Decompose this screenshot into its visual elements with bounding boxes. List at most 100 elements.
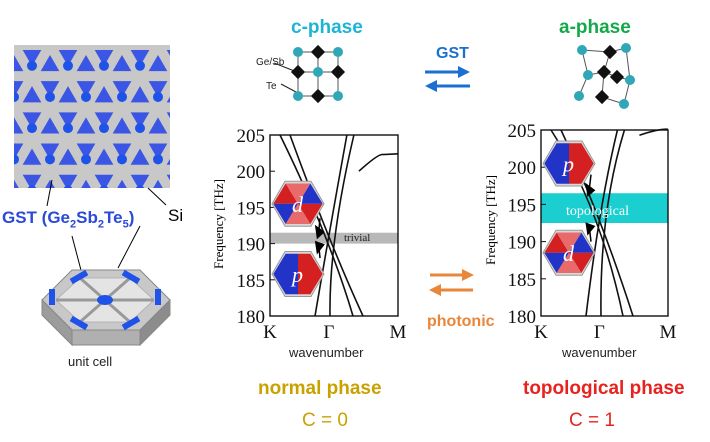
gesb-label: Ge/Sb (256, 57, 285, 68)
gst-dot (27, 60, 37, 71)
y-tick-label: 185 (508, 270, 537, 291)
gst-dot (153, 154, 163, 165)
mode-lobe (273, 183, 298, 204)
x-tick-label: K (534, 322, 548, 343)
gst-dot (135, 60, 145, 71)
te-atom (577, 45, 587, 55)
te-label: Te (266, 81, 277, 92)
x-tick-label: M (390, 322, 407, 343)
y-tick-label: 195 (237, 198, 266, 219)
band-line (279, 134, 354, 317)
gst-dot (63, 60, 73, 71)
gst-dot (63, 123, 73, 134)
plot-frame (269, 134, 399, 317)
c-phase-title: c-phase (291, 17, 363, 38)
si-label: Si (168, 206, 184, 225)
mode-label: d (563, 241, 575, 266)
si-node (41, 98, 59, 117)
band-line (600, 129, 626, 317)
mode-lobe (544, 232, 569, 253)
mode-arrowhead (585, 222, 596, 236)
te-atom (583, 70, 593, 80)
gesb-atom (310, 88, 326, 104)
te-atom (293, 47, 303, 57)
si-node (59, 67, 77, 86)
unit-cell-pointer-2 (117, 225, 141, 269)
si-node (23, 129, 41, 148)
si-node (131, 67, 149, 86)
chart0-chern: C = 0 (302, 410, 348, 431)
gst-dot (99, 185, 109, 188)
si-node (149, 45, 167, 54)
gst-dot (117, 154, 127, 165)
mode-label: p (561, 151, 574, 176)
gst-material-label: GST (Ge2Sb2Te5) (2, 208, 135, 231)
te-atom (333, 47, 343, 57)
gst-switch-label: GST (436, 45, 469, 62)
gst-dot (45, 154, 55, 165)
si-node (41, 160, 59, 179)
te-atom (293, 91, 303, 101)
plot-frame (540, 129, 669, 317)
gesb-atom (596, 64, 612, 80)
si-node (77, 98, 95, 117)
y-tick-label: 200 (237, 162, 266, 183)
y-tick-label: 180 (508, 307, 537, 328)
gst-dot (135, 123, 145, 134)
x-tick-label: M (660, 322, 677, 343)
si-node (131, 129, 149, 148)
a-phase-title: a-phase (559, 17, 631, 38)
gst-switch-arrows (425, 66, 470, 92)
gst-dot (81, 154, 91, 165)
mode-lobe (569, 143, 594, 184)
band-line (358, 153, 399, 172)
si-node (113, 98, 131, 117)
y-tick-label: 200 (508, 158, 537, 179)
chart1-band-gap-label: topological (566, 204, 629, 219)
band-gap (270, 232, 398, 244)
chart0-phase-label: normal phase (258, 378, 382, 399)
y-tick-label: 185 (237, 271, 266, 292)
si-node (14, 45, 23, 54)
gst-dot (14, 154, 19, 165)
chart1-ylabel: Frequency [THz] (482, 175, 498, 265)
si-node (77, 160, 95, 179)
mode-lobe (544, 143, 569, 184)
gesb-atom (330, 64, 346, 80)
gst-dot (99, 123, 109, 134)
mode-lobe (569, 232, 594, 253)
band-line (289, 134, 364, 317)
si-node (77, 45, 95, 54)
band-line (329, 134, 355, 317)
gst-dot (45, 91, 55, 102)
chart0-xlabel: wavenumber (289, 345, 364, 360)
mode-lobe (556, 252, 582, 274)
si-node (14, 160, 23, 179)
y-tick-label: 190 (237, 235, 266, 256)
si-node (23, 67, 41, 86)
mode-lobe (556, 232, 582, 253)
si-node (167, 131, 170, 146)
gst-dot (27, 123, 37, 134)
band-line (585, 129, 619, 317)
si-node (149, 160, 167, 179)
gst-dot (81, 91, 91, 102)
mode-arrowhead (314, 240, 325, 255)
chart1-phase-label: topological phase (523, 378, 685, 399)
si-node (113, 45, 131, 54)
mode-lobe (273, 203, 298, 225)
si-node (113, 160, 131, 179)
gst-dot (99, 60, 109, 71)
unit-cell-pointer-1 (71, 235, 83, 275)
x-tick-label: Γ (323, 322, 334, 343)
mode-lobe (544, 252, 569, 274)
mode-lobe (298, 253, 323, 295)
mode-arrow (588, 174, 592, 189)
gst-pointer-line (46, 179, 53, 207)
chart1-chern: C = 1 (569, 410, 615, 431)
y-tick-label: 205 (237, 126, 266, 147)
